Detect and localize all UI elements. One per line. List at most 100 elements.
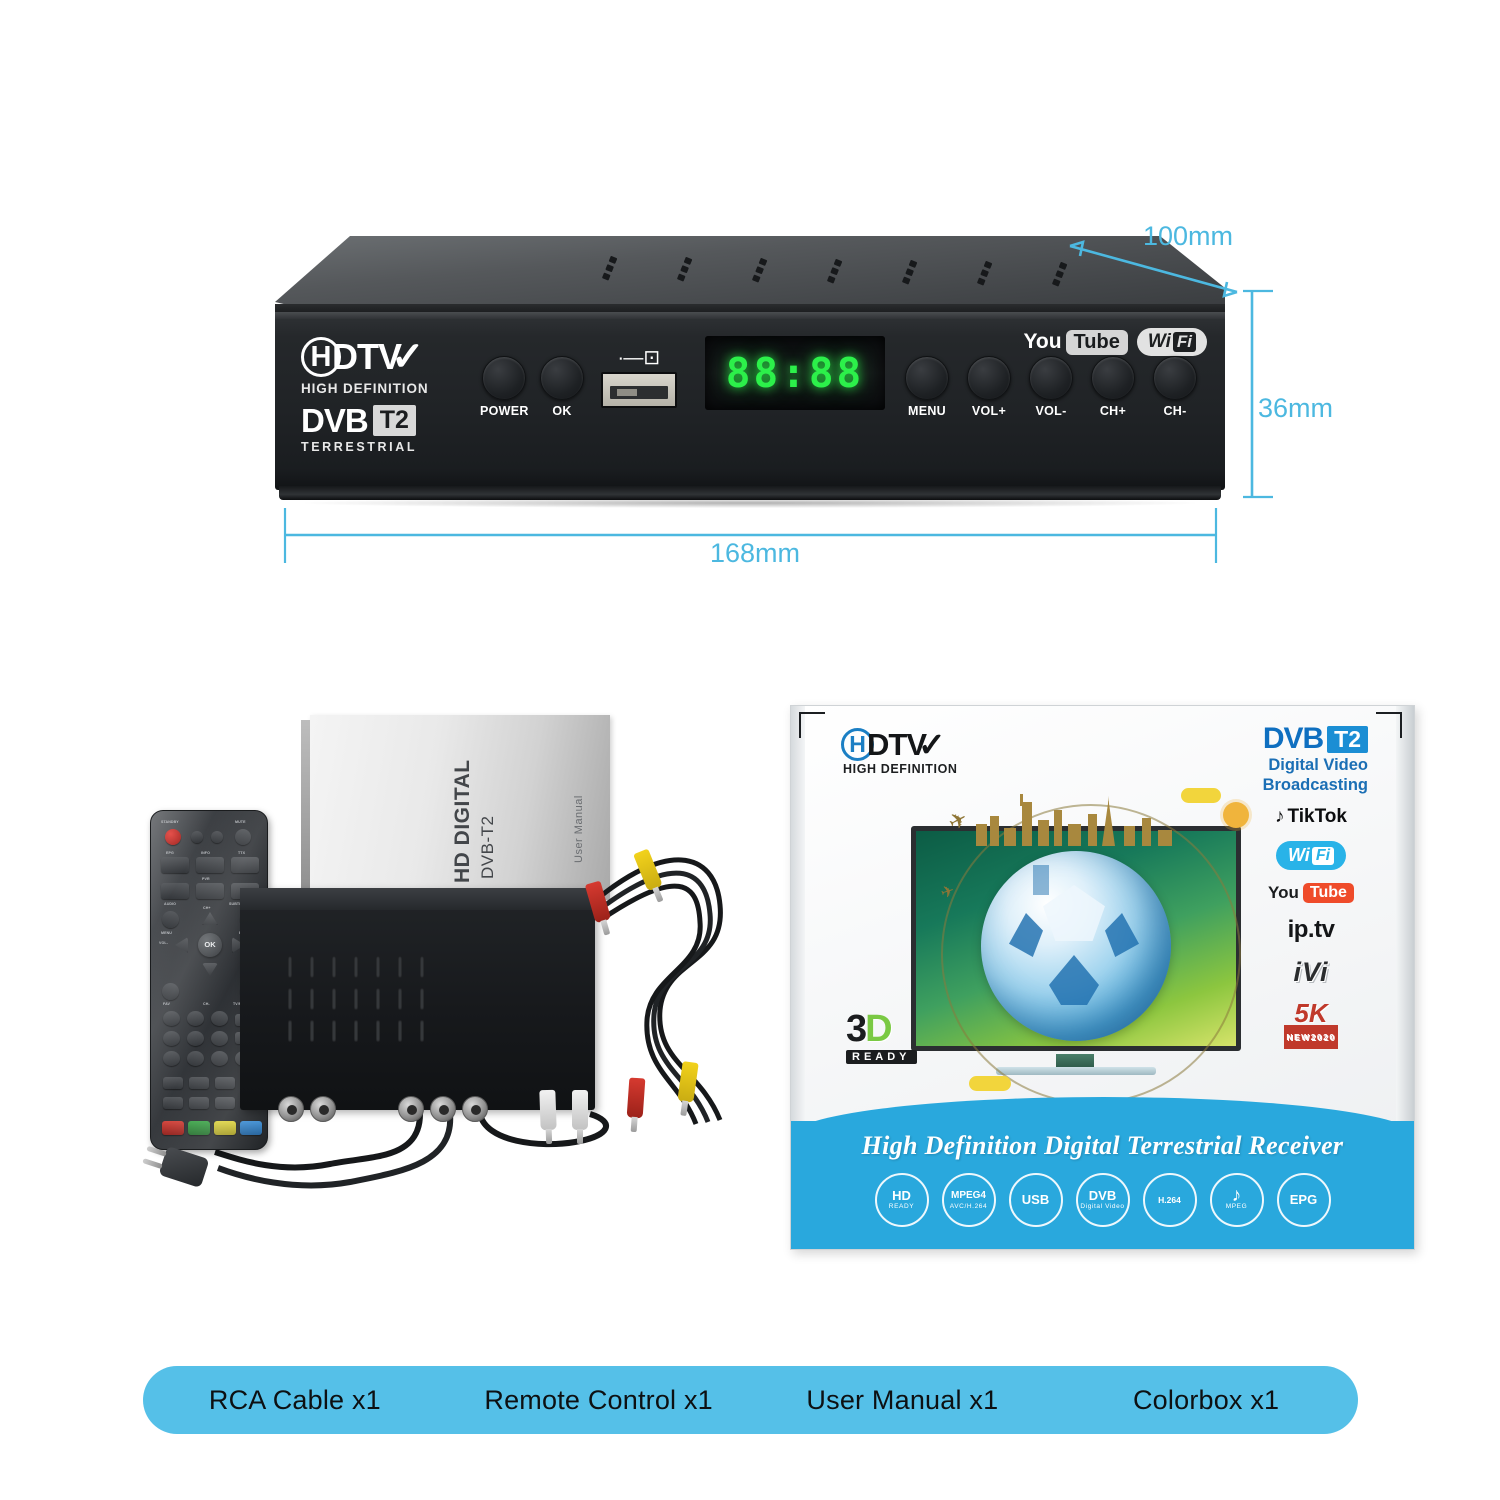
led-display-panel: 88:88 xyxy=(705,336,885,410)
remote-pause-button[interactable] xyxy=(189,1097,209,1109)
volume-up-button[interactable]: VOL+ xyxy=(967,356,1011,418)
receiver-rear-unit xyxy=(240,888,595,1122)
colorbox-t2-badge: T2 xyxy=(1327,725,1368,753)
remote-ok-button[interactable]: OK xyxy=(198,933,222,957)
high-definition-label: HIGH DEFINITION xyxy=(301,381,429,396)
colorbox-dvb-sub1: Digital Video xyxy=(1268,756,1368,774)
remote-down-button[interactable] xyxy=(202,963,218,976)
remote-audio-button[interactable] xyxy=(161,883,189,899)
colorbox-youtube-tube: Tube xyxy=(1302,883,1354,903)
remote-audio-label: AUDIO xyxy=(164,902,177,906)
channel-down-button[interactable]: CH- xyxy=(1153,356,1197,418)
remote-mute-label: MUTE xyxy=(235,820,246,824)
cloud-icon-2 xyxy=(969,1076,1011,1091)
remote-fwd-button[interactable] xyxy=(189,1077,209,1089)
remote-blank-button-1[interactable] xyxy=(191,831,203,843)
remote-mute-button[interactable] xyxy=(235,829,251,845)
iptv-badge: ip.tv xyxy=(1246,916,1376,944)
receiver-drop-shadow xyxy=(305,498,1195,508)
power-button[interactable]: POWER xyxy=(480,356,529,418)
tiktok-badge: ♪ TikTok xyxy=(1246,806,1376,828)
colorbox-checkmark-icon: ✓ xyxy=(918,726,946,763)
remote-menu-button[interactable] xyxy=(162,911,179,928)
remote-key-7[interactable] xyxy=(163,1051,180,1066)
dimension-width-label: 168mm xyxy=(700,538,811,569)
remote-left-button[interactable] xyxy=(175,937,188,953)
rca-plug-white-2 xyxy=(572,1090,588,1144)
usb-port[interactable]: ∙—⊡ xyxy=(597,348,681,408)
ok-knob-icon xyxy=(540,356,584,400)
rca-jack-2 xyxy=(310,1096,336,1122)
remote-fav-button[interactable] xyxy=(162,983,179,1000)
channel-down-knob-icon xyxy=(1153,356,1197,400)
product-colorbox: H DTV ✓ HIGH DEFINITION DVB T2 Digital V… xyxy=(790,705,1415,1250)
ivi-label: iVi xyxy=(1293,957,1329,987)
remote-prev-button[interactable] xyxy=(215,1077,235,1089)
remote-control-item: Remote Control x1 xyxy=(484,1384,713,1415)
remote-blank-button-2[interactable] xyxy=(211,831,223,843)
remote-up-button[interactable] xyxy=(202,912,218,925)
remote-standby-button[interactable] xyxy=(165,829,181,845)
colorbox-tagline: High Definition Digital Terrestrial Rece… xyxy=(861,1131,1344,1160)
fivek-sub-label: NEW2020 xyxy=(1284,1025,1338,1049)
remote-yellow-button[interactable] xyxy=(214,1121,236,1135)
volume-down-button-label: VOL- xyxy=(1035,404,1067,418)
rca-jack-5 xyxy=(462,1096,488,1122)
front-badge-row: You Tube Wi Fi xyxy=(1023,328,1207,356)
colorbox-item: Colorbox x1 xyxy=(1132,1384,1280,1415)
remote-pvr-label: PVR xyxy=(202,877,210,881)
user-manual-item: User Manual x1 xyxy=(806,1384,999,1415)
eu-power-plug xyxy=(142,1145,210,1189)
remote-key-6[interactable] xyxy=(211,1031,228,1046)
remote-key-9[interactable] xyxy=(211,1051,228,1066)
remote-key-8[interactable] xyxy=(187,1051,204,1066)
remote-key-4[interactable] xyxy=(163,1031,180,1046)
remote-rev-button[interactable] xyxy=(163,1077,183,1089)
front-view-section: H DTV ✓ HIGH DEFINITION DVB T2 TERRESTRI… xyxy=(0,0,1500,640)
menu-button[interactable]: MENU xyxy=(905,356,949,418)
remote-key-5[interactable] xyxy=(187,1031,204,1046)
ivi-badge: iVi xyxy=(1246,957,1376,988)
remote-vol-down-label: VOL- xyxy=(159,941,168,945)
remote-key-3[interactable] xyxy=(211,1011,228,1026)
hdtv-logo: H DTV ✓ xyxy=(301,334,476,380)
remote-green-button[interactable] xyxy=(188,1121,210,1135)
channel-down-button-label: CH- xyxy=(1163,404,1187,418)
hdtv-dtv-text: DTV xyxy=(332,336,402,377)
volume-down-button[interactable]: VOL- xyxy=(1029,356,1073,418)
channel-up-button[interactable]: CH+ xyxy=(1091,356,1135,418)
skyline-silhouette xyxy=(976,794,1191,846)
remote-key-2[interactable] xyxy=(187,1011,204,1026)
remote-key-1[interactable] xyxy=(163,1011,180,1026)
rca-cable-item: RCA Cable x1 xyxy=(208,1384,381,1415)
remote-epg-button[interactable] xyxy=(161,857,189,873)
manual-title-line3: User Manual xyxy=(573,795,585,863)
youtube-tube-text: Tube xyxy=(1065,329,1128,355)
receiver-top-surface xyxy=(275,236,1225,308)
rca-jack-4 xyxy=(430,1096,456,1122)
ok-button[interactable]: OK xyxy=(540,356,584,418)
remote-subtitle-label: SUBTITLE xyxy=(229,902,248,906)
remote-ttx-button[interactable] xyxy=(231,857,259,873)
wifi-fi-text: Fi xyxy=(1172,332,1196,352)
colorbox-dtv-text: DTV xyxy=(867,727,927,762)
remote-play-button[interactable] xyxy=(163,1097,183,1109)
dvb-logo: DVB T2 xyxy=(301,404,476,437)
music-note-icon: ♪ xyxy=(1275,806,1285,827)
football-graphic xyxy=(981,851,1171,1041)
hdtv-h-circle-icon: H xyxy=(301,337,341,377)
rca-plug-white-1 xyxy=(539,1089,557,1145)
colorbox-corner-tl xyxy=(799,712,825,738)
iptv-label: ip.tv xyxy=(1287,916,1335,943)
receiver-front-unit: H DTV ✓ HIGH DEFINITION DVB T2 TERRESTRI… xyxy=(275,236,1225,508)
receiver-top-edge xyxy=(275,304,1225,314)
remote-pvr-button[interactable] xyxy=(196,883,224,899)
volume-up-knob-icon xyxy=(967,356,1011,400)
remote-red-button[interactable] xyxy=(162,1121,184,1135)
remote-info-button[interactable] xyxy=(196,857,224,873)
remote-stop-button[interactable] xyxy=(215,1097,235,1109)
remote-blue-button[interactable] xyxy=(240,1121,262,1135)
remote-standby-label: STANDBY xyxy=(161,820,179,824)
